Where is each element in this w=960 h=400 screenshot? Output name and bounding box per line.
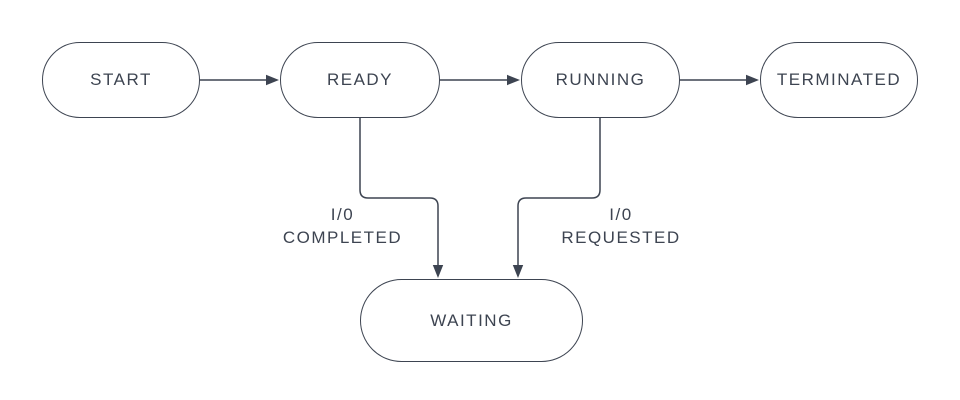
- arrowhead-start-ready-icon: [266, 74, 279, 86]
- arrowhead-ready-waiting-icon: [432, 265, 444, 278]
- node-waiting: WAITING: [360, 279, 583, 362]
- edge-running-waiting: [517, 118, 601, 265]
- node-running-label: RUNNING: [555, 70, 646, 89]
- edge-label-io-completed: I/0 COMPLETED: [282, 205, 403, 247]
- edge-ready-waiting: [359, 118, 439, 265]
- arrowhead-running-waiting-icon: [512, 265, 524, 278]
- node-start: START: [42, 42, 200, 118]
- arrowhead-ready-running-icon: [507, 74, 520, 86]
- node-ready-label: READY: [326, 70, 394, 89]
- node-running: RUNNING: [521, 42, 680, 118]
- edge-label-io-requested: I/0 REQUESTED: [561, 205, 681, 247]
- node-terminated-label: TERMINATED: [776, 70, 902, 89]
- node-waiting-label: WAITING: [430, 310, 513, 330]
- arrowhead-running-terminated-icon: [746, 74, 759, 86]
- node-ready: READY: [280, 42, 440, 118]
- node-terminated: TERMINATED: [760, 42, 918, 118]
- node-start-label: START: [90, 70, 152, 89]
